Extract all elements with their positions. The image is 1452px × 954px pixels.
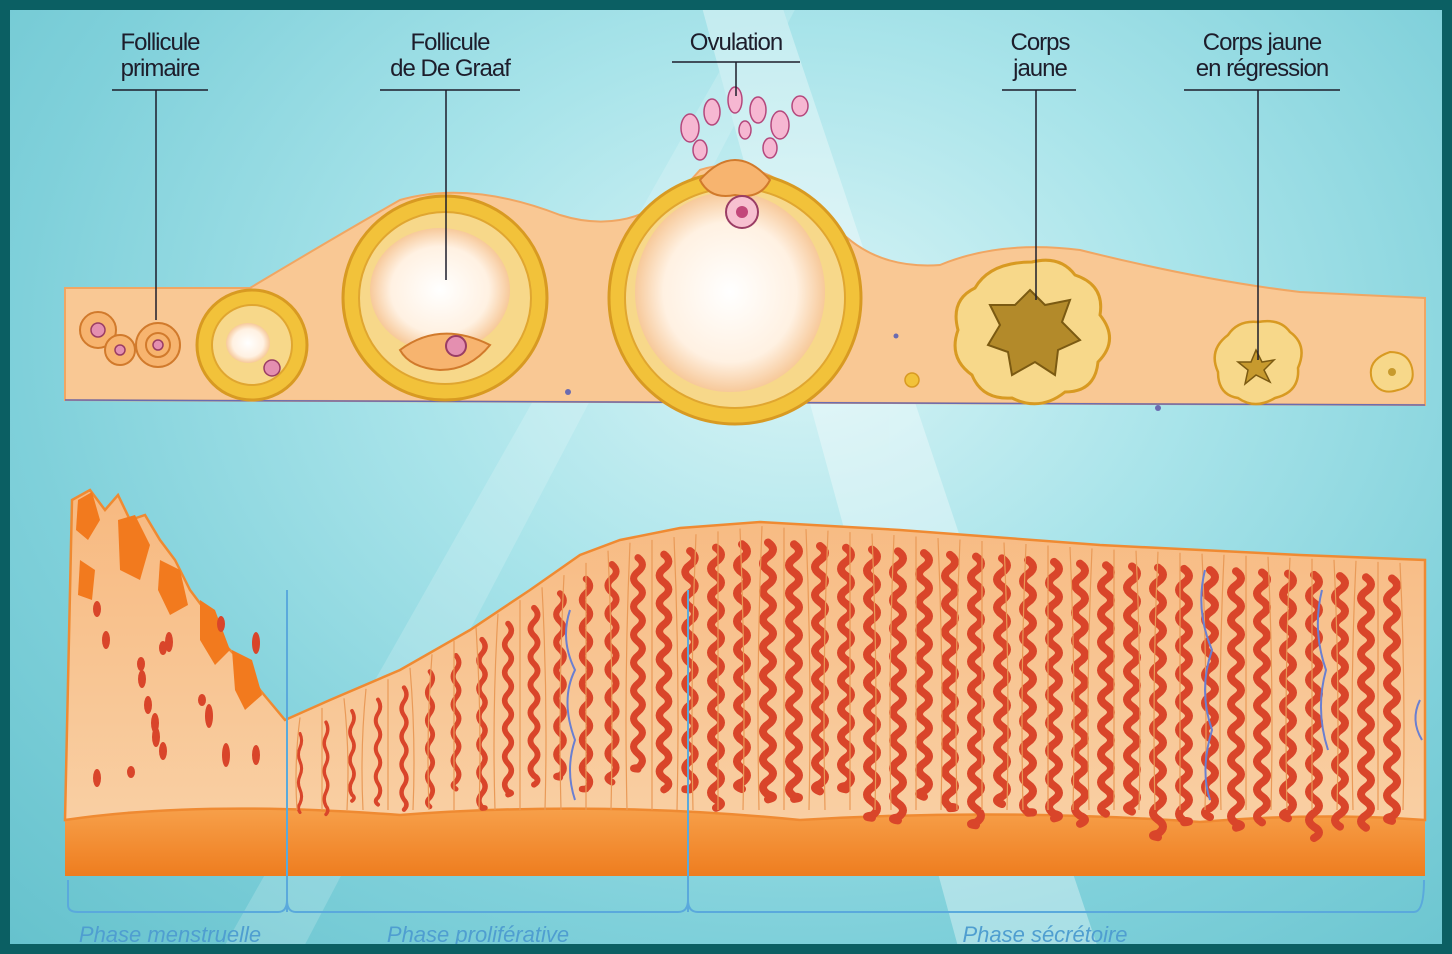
graafian-follicle bbox=[343, 196, 547, 400]
phase-proliferative-label: Phase proliférative bbox=[387, 922, 569, 944]
label-follicule-primaire-line1: Follicule bbox=[120, 29, 200, 56]
label-corps-jaune-regression-line2: en régression bbox=[1196, 55, 1328, 82]
gland-remnant bbox=[137, 657, 145, 671]
corpus-albicans bbox=[1371, 352, 1413, 392]
label-ovulation-line1: Ovulation bbox=[690, 29, 782, 56]
gland-remnant bbox=[252, 632, 260, 654]
label-follicule-primaire: Follicule primaire bbox=[112, 29, 208, 320]
gland-remnant bbox=[222, 743, 230, 767]
label-corps-jaune-line1: Corps bbox=[1010, 29, 1070, 56]
gland-remnant bbox=[138, 670, 146, 688]
gland-remnant bbox=[151, 713, 159, 733]
gland-remnant bbox=[159, 742, 167, 760]
label-follicule-primaire-line2: primaire bbox=[121, 55, 200, 82]
gland-remnant bbox=[102, 631, 110, 649]
gland-remnant bbox=[159, 641, 167, 655]
gland-remnant bbox=[93, 769, 101, 787]
phase-secretoire-label: Phase sécrétoire bbox=[962, 922, 1127, 944]
ovarian-uterine-cycle-diagram: Follicule primaire Follicule de De Graaf… bbox=[10, 10, 1442, 944]
label-corps-jaune-line2: jaune bbox=[1012, 55, 1067, 82]
gland-remnant bbox=[198, 694, 206, 706]
gland-remnant bbox=[127, 766, 135, 778]
corpus-luteum bbox=[955, 260, 1109, 404]
endometrium bbox=[65, 490, 1425, 876]
label-follicule-de-graaf-line2: de De Graaf bbox=[390, 55, 511, 82]
label-corps-jaune-regression-line1: Corps jaune bbox=[1203, 29, 1322, 56]
gland-remnant bbox=[217, 616, 225, 632]
gland-remnant bbox=[252, 745, 260, 765]
gland-remnant bbox=[93, 601, 101, 617]
gland-remnant bbox=[205, 704, 213, 728]
label-follicule-de-graaf-line1: Follicule bbox=[410, 29, 490, 56]
phase-menstruelle-label: Phase menstruelle bbox=[79, 922, 261, 944]
gland-remnant bbox=[144, 696, 152, 714]
secondary-follicle bbox=[197, 290, 307, 400]
